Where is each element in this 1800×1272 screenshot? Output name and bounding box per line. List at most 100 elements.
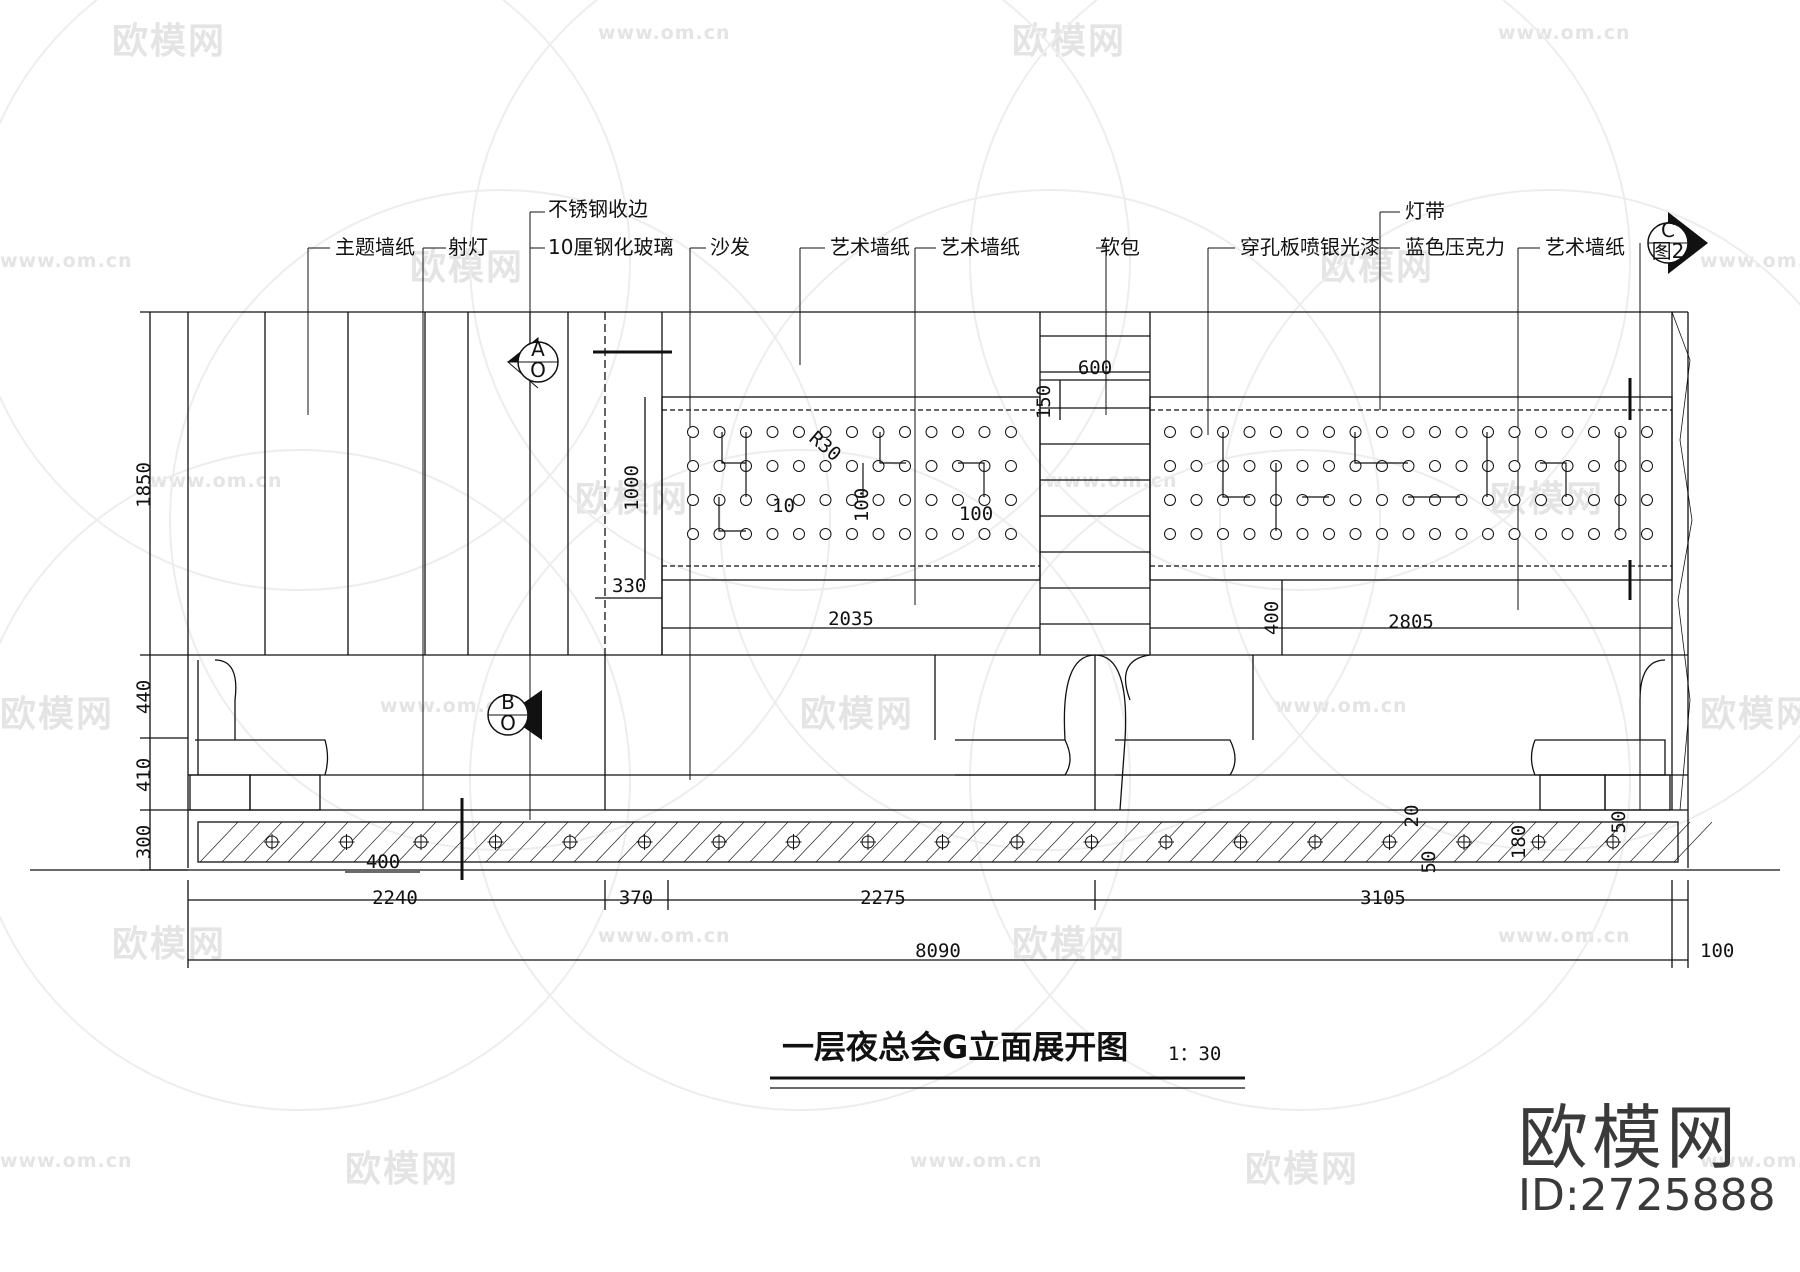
brand-logo-text: 欧模网 xyxy=(1518,1097,1740,1179)
perforation-hole xyxy=(819,426,832,438)
perforation-hole xyxy=(1455,494,1468,506)
perforation-hole xyxy=(872,460,885,472)
perforation-hole xyxy=(846,494,858,506)
callout-blue-acrylic: 蓝色压克力 xyxy=(1405,235,1505,259)
base-hatch-line xyxy=(1541,821,1581,863)
watermark-ring xyxy=(969,449,1631,1111)
brand-id: ID:2725888 xyxy=(1518,1170,1776,1221)
dim-height-440: 440 xyxy=(133,680,155,714)
perforation-hole xyxy=(1429,426,1441,438)
base-hatch-line xyxy=(199,821,239,863)
base-hatch-line xyxy=(1673,821,1713,863)
perforation-hole xyxy=(1641,494,1653,506)
base-hatch-line xyxy=(485,821,525,863)
perforation-hole xyxy=(1296,528,1309,540)
base-hatch-line xyxy=(1255,821,1295,863)
perforation-hole xyxy=(1561,528,1574,540)
perforation-hole xyxy=(1535,460,1547,472)
base-hatch-line xyxy=(287,821,327,863)
base-hatch-line xyxy=(1321,821,1361,863)
perforation-hole xyxy=(899,426,911,438)
dim-height-300: 300 xyxy=(133,825,155,859)
perforation-hole xyxy=(1005,426,1017,438)
base-hatch-line xyxy=(1101,821,1141,863)
section-c-bottom: 图2 xyxy=(1652,239,1685,263)
perforation-hole xyxy=(1164,494,1176,506)
base-hatch-line xyxy=(1057,821,1097,863)
base-hatch-line xyxy=(1211,821,1251,863)
perforation-pattern xyxy=(687,426,1653,540)
perforation-hole xyxy=(793,426,805,438)
dim-height-1850: 1850 xyxy=(133,462,155,508)
base-hatch-line xyxy=(573,821,613,863)
perforation-hole xyxy=(1641,528,1653,540)
section-mark-a: A O xyxy=(506,336,559,389)
perforation-hole xyxy=(1614,460,1627,472)
base-hatch-line xyxy=(639,821,679,863)
base-hatch-line xyxy=(1431,821,1471,863)
base-hatch-line xyxy=(1475,821,1515,863)
dim-hole-100-horizontal: 100 xyxy=(959,503,993,525)
perforation-hole xyxy=(766,528,779,540)
base-hatch-line xyxy=(815,821,855,863)
dim-hole-10: 10 xyxy=(772,495,795,517)
perforation-hole xyxy=(1376,460,1388,472)
perforation-hole xyxy=(1508,460,1521,472)
perforation-hole xyxy=(1561,494,1574,506)
perforation-hole xyxy=(1455,528,1468,540)
perforation-hole xyxy=(713,460,726,472)
watermark-ring xyxy=(1219,189,1800,851)
perforation-hole xyxy=(1614,426,1627,438)
base-hatch-line xyxy=(375,821,415,863)
perforation-hole xyxy=(925,460,938,472)
base-hatch-line xyxy=(353,821,393,863)
base-hatch-line xyxy=(837,821,877,863)
perforation-hole xyxy=(1323,494,1335,506)
perforation-hole xyxy=(1190,426,1203,438)
dim-bottom-2275: 2275 xyxy=(860,887,906,909)
perforation-hole xyxy=(1482,528,1494,540)
perforation-hole xyxy=(1376,426,1388,438)
perforation-hole xyxy=(793,460,805,472)
base-hatch-line xyxy=(1189,821,1229,863)
base-hatch-line xyxy=(419,821,459,863)
perforation-hole xyxy=(766,460,779,472)
perforation-hole xyxy=(766,426,779,438)
dim-hole-100-vertical: 100 xyxy=(851,488,873,522)
callout-theme-wallpaper: 主题墙纸 xyxy=(335,235,415,259)
perforation-hole xyxy=(1641,426,1653,438)
perforation-hole xyxy=(899,528,911,540)
perforation-hole xyxy=(1243,460,1256,472)
base-hatch-line xyxy=(947,821,987,863)
base-hatch-line xyxy=(1233,821,1273,863)
perforation-hole xyxy=(1482,460,1494,472)
section-b-bottom: O xyxy=(500,711,516,735)
perforation-hole xyxy=(1164,426,1176,438)
perforation-hole xyxy=(687,426,699,438)
perforation-hole xyxy=(1402,528,1415,540)
perforation-hole xyxy=(1535,528,1547,540)
callout-art-wallpaper-2: 艺术墙纸 xyxy=(940,235,1020,259)
perforation-hole xyxy=(846,528,858,540)
section-a-top: A xyxy=(531,337,545,361)
perforation-hole xyxy=(1270,426,1282,438)
base-hatch-line xyxy=(969,821,1009,863)
perforation-hole xyxy=(1217,528,1229,540)
section-mark-c: C 图2 xyxy=(1647,212,1708,274)
perforation-hole xyxy=(1190,528,1203,540)
perforation-hole xyxy=(925,426,938,438)
perforation-link xyxy=(879,432,906,464)
base-hatch-line xyxy=(1167,821,1207,863)
callout-spotlight: 射灯 xyxy=(448,235,488,259)
perforation-hole xyxy=(1614,528,1627,540)
watermark-rings xyxy=(0,0,1800,1111)
callout-light-strip: 灯带 xyxy=(1405,199,1445,223)
dim-panel-2035: 2035 xyxy=(828,608,874,630)
perforation-hole xyxy=(1164,528,1176,540)
perforation-hole xyxy=(1508,426,1521,438)
dim-gap-400: 400 xyxy=(1261,601,1283,635)
callout-perforated-panel: 穿孔板喷银光漆 xyxy=(1240,235,1380,259)
base-hatch-line xyxy=(727,821,767,863)
base-hatch-line xyxy=(463,821,503,863)
